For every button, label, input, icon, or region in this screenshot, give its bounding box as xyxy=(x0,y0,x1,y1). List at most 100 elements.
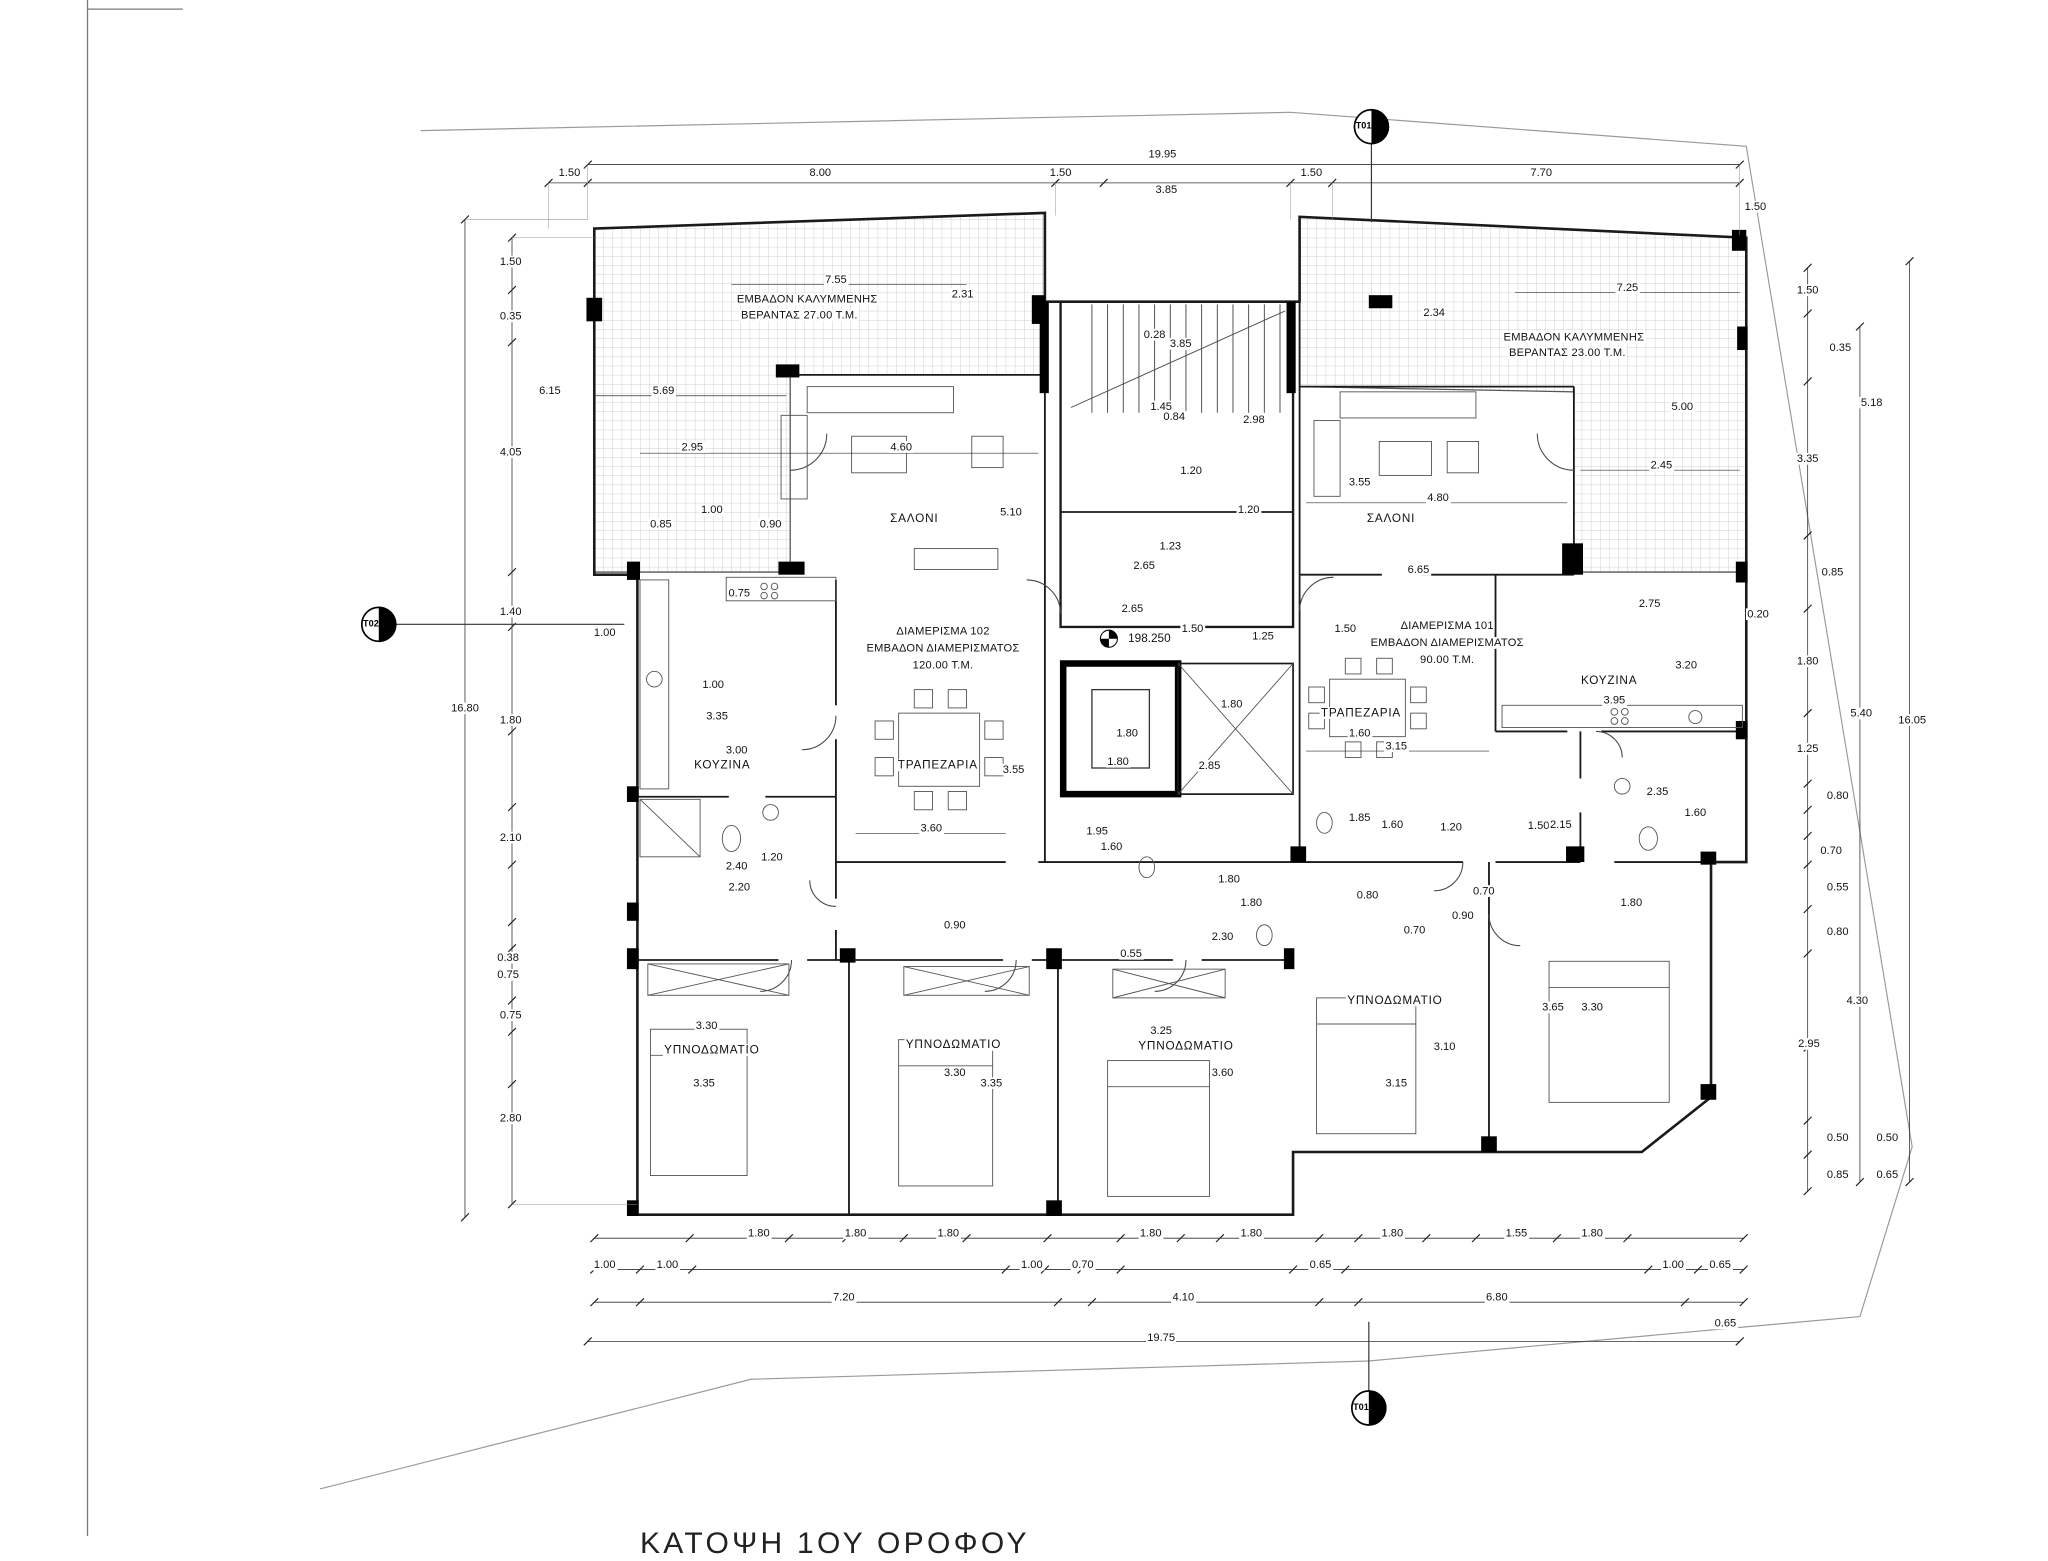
room-bedroom-2: ΥΠΝΟΔΩΜΑΤΙΟ xyxy=(904,1037,1003,1051)
dimension-label: 1.50 xyxy=(1048,165,1073,179)
dimension-label: 1.80 xyxy=(1239,895,1264,909)
dimension-label: 16.05 xyxy=(1896,712,1928,726)
dimension-label: 0.90 xyxy=(942,917,967,931)
dimension-label: 3.15 xyxy=(1384,738,1409,752)
dimension-label: 2.15 xyxy=(1548,817,1573,831)
dimension-label: 1.00 xyxy=(701,677,726,691)
dimension-label: 0.65 xyxy=(1875,1167,1900,1181)
dimension-label: 0.50 xyxy=(1825,1130,1850,1144)
dimension-label: 0.65 xyxy=(1308,1257,1333,1271)
dimension-label: 0.90 xyxy=(758,516,783,530)
dimension-label: 1.80 xyxy=(498,712,523,726)
dimension-label: 0.35 xyxy=(498,309,523,323)
dimension-label: 2.40 xyxy=(724,859,749,873)
dimension-label: 2.20 xyxy=(727,880,752,894)
section-marker-label: T01 xyxy=(1353,1403,1369,1413)
apartment-102-area: 120.00 Τ.Μ. xyxy=(911,657,975,672)
dimension-label: 2.85 xyxy=(1197,758,1222,772)
dimension-label: 7.20 xyxy=(831,1290,856,1304)
dimension-label: 1.00 xyxy=(1661,1257,1686,1271)
dimension-label: 0.70 xyxy=(1819,843,1844,857)
dimension-label: 1.80 xyxy=(1138,1226,1163,1240)
room-bedroom-3: ΥΠΝΟΔΩΜΑΤΙΟ xyxy=(1136,1039,1235,1053)
dimension-label: 3.55 xyxy=(1001,762,1026,776)
apartment-101-title: ΔΙΑΜΕΡΙΣΜΑ 101 xyxy=(1399,618,1496,632)
door-swings xyxy=(760,433,1623,992)
dimension-label: 1.50 xyxy=(498,254,523,268)
dimension-label: 1.50 xyxy=(1180,621,1205,635)
dimension-label: 1.23 xyxy=(1158,539,1183,553)
room-kitchen-102: ΚΟΥΖΙΝΑ xyxy=(692,758,752,772)
dimension-label: 1.00 xyxy=(592,1257,617,1271)
dimension-label: 0.70 xyxy=(1471,883,1496,897)
elevator-shaft xyxy=(1059,660,1294,798)
dimension-label: 8.00 xyxy=(808,165,833,179)
dimension-label: 2.35 xyxy=(1645,784,1670,798)
room-kitchen-101: ΚΟΥΖΙΝΑ xyxy=(1579,673,1639,687)
dimension-label: 1.20 xyxy=(759,849,785,864)
room-bedroom-1: ΥΠΝΟΔΩΜΑΤΙΟ xyxy=(662,1042,761,1056)
dimension-label: 1.60 xyxy=(1683,805,1708,819)
level-symbol xyxy=(1099,629,1118,648)
dimension-label: 0.65 xyxy=(1708,1257,1733,1271)
dimension-label: 0.38 xyxy=(495,950,521,964)
dimension-label: 3.35 xyxy=(979,1075,1004,1089)
dimension-label: 1.80 xyxy=(1795,654,1820,668)
dimension-label: 0.65 xyxy=(1713,1316,1738,1330)
dimension-label: 0.20 xyxy=(1745,607,1771,621)
apartment-101-area-label: ΕΜΒΑΔΟΝ ΔΙΑΜΕΡΙΣΜΑΤΟΣ xyxy=(1369,635,1526,649)
dimension-label: 6.15 xyxy=(537,383,562,397)
dimension-label: 0.75 xyxy=(727,586,752,600)
drawing-title: ΚΑΤΟΨΗ 1ΟΥ ΟΡΟΦΟΥ xyxy=(640,1525,1030,1560)
dimension-label: 4.80 xyxy=(1425,490,1451,504)
dimension-label: 0.28 xyxy=(1142,327,1167,341)
dimension-label: 1.20 xyxy=(1179,463,1204,477)
room-livingroom-102: ΣΑΛΟΝΙ xyxy=(888,511,940,525)
dimension-label: 3.65 xyxy=(1540,1000,1566,1014)
level-value: 198.250 xyxy=(1128,631,1171,645)
dimension-label: 0.55 xyxy=(1825,880,1850,894)
dimension-label: 5.10 xyxy=(998,505,1024,519)
dimension-label: 5.18 xyxy=(1859,395,1884,409)
dimension-label: 5.69 xyxy=(651,383,676,397)
dimension-label: 1.25 xyxy=(1795,741,1820,755)
dimension-label: 1.45 xyxy=(1149,399,1174,413)
section-marker-t01-bottom xyxy=(1350,1321,1387,1426)
section-marker-label: T02 xyxy=(363,619,379,629)
dimension-label: 1.80 xyxy=(936,1226,961,1240)
dimension-label: 1.50 xyxy=(1526,818,1551,832)
dimension-label: 1.00 xyxy=(592,625,617,639)
room-bedroom-4: ΥΠΝΟΔΩΜΑΤΙΟ xyxy=(1345,993,1444,1007)
room-dining-102: ΤΡΑΠΕΖΑΡΙΑ xyxy=(896,758,980,772)
stair-treads xyxy=(1070,304,1286,413)
apartment-101-area: 90.00 Τ.Μ. xyxy=(1418,652,1476,666)
dimension-label: 3.35 xyxy=(1795,451,1820,465)
room-dining-101: ΤΡΑΠΕΖΑΡΙΑ xyxy=(1319,705,1403,720)
dimension-label: 7.70 xyxy=(1529,165,1554,179)
dimension-label: 4.05 xyxy=(498,445,523,459)
dimension-label: 0.80 xyxy=(1825,788,1850,802)
dimension-label: 1.80 xyxy=(1239,1226,1264,1240)
dimension-label: 1.80 xyxy=(1115,725,1140,739)
dimension-label: 2.65 xyxy=(1120,601,1145,615)
dimension-label: 2.10 xyxy=(498,830,523,844)
page-frame xyxy=(86,0,183,1536)
dimension-label: 19.95 xyxy=(1147,147,1178,161)
dimension-label: 6.65 xyxy=(1406,562,1431,576)
dimension-label: 1.80 xyxy=(1619,895,1644,909)
dimension-label: 4.60 xyxy=(889,439,914,453)
section-marker-t01-top xyxy=(1353,108,1390,223)
veranda-left-label: ΕΜΒΑΔΟΝ ΚΑΛΥΜΜΕΝΗΣ xyxy=(735,292,879,306)
dimension-label: 1.00 xyxy=(655,1257,680,1271)
section-markers xyxy=(360,108,1390,1426)
dimension-label: 3.35 xyxy=(691,1075,717,1089)
dimension-label: 1.40 xyxy=(498,604,523,618)
dimension-label: 3.10 xyxy=(1432,1039,1457,1053)
dimension-label: 1.50 xyxy=(1333,621,1358,635)
dimension-label: 0.75 xyxy=(495,967,521,981)
dimension-label: 3.85 xyxy=(1168,336,1193,350)
dimension-label: 0.84 xyxy=(1162,409,1187,423)
dimension-label: 4.10 xyxy=(1171,1290,1196,1304)
dimension-label: 1.20 xyxy=(1236,502,1261,516)
